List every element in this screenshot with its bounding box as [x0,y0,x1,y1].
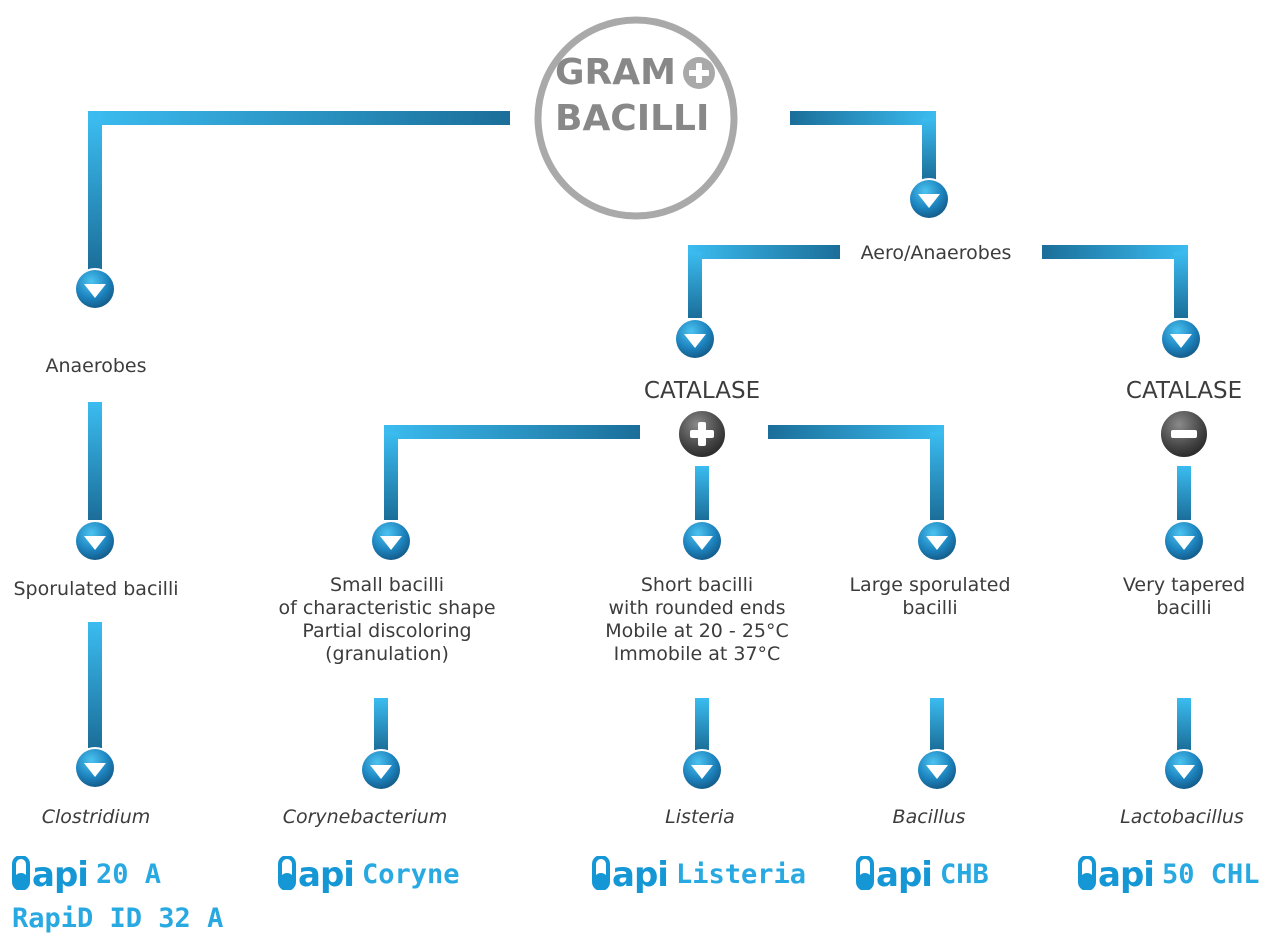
genus-clostridium: Clostridium [41,806,151,828]
aero-anaerobes-label: Aero/Anaerobes [848,242,1024,265]
pipe-catplus-left-h [384,425,640,439]
arrow-node-clostridium [74,747,116,789]
pipe-root-left-v [88,118,102,270]
genus-listeria: Listeria [665,806,735,828]
pipe-aero-right-v [1174,252,1188,318]
tapered-bacilli-desc: Very tapered bacilli [1123,574,1245,620]
root-title: GRAM BACILLI [555,52,735,140]
pipe-root-right-v [922,118,936,180]
pipe-large-v [930,698,944,750]
arrow-node-small [370,520,412,562]
small-desc-line: Small bacilli [329,574,445,596]
tapered-desc-line: bacilli [1156,597,1212,619]
small-desc-line: of characteristic shape [278,597,496,619]
arrow-node-catalase-minus [1160,318,1202,360]
kit-name: 50 CHL [1161,859,1260,890]
api-brand-text: api [1098,855,1155,895]
api-brand-text: api [32,855,89,895]
pipe-catplus-right-v [930,432,944,520]
api-logo: api [278,855,355,895]
api-logo: api [592,855,669,895]
tapered-desc-line: Very tapered [1122,574,1246,596]
api-logo: api [1078,855,1155,895]
kit-name: Coryne [361,859,460,890]
kit-api-coryne: api Coryne [278,855,460,895]
api-brand-text: api [298,855,355,895]
kit-api-listeria: api Listeria [592,855,806,895]
pipe-aero-left-v [688,252,702,318]
api-capsule-icon [12,856,30,890]
pipe-root-left-h [88,111,510,125]
api-capsule-icon [1078,856,1096,890]
arrow-node-anaerobes [74,268,116,310]
pipe-small-v [374,698,388,750]
genus-corynebacterium: Corynebacterium [282,806,448,828]
plus-icon [682,56,716,90]
genus-lactobacillus: Lactobacillus [1120,806,1244,828]
short-desc-line: Immobile at 37°C [613,643,781,665]
pipe-aero-left-h [688,245,840,259]
pipe-root-right-h [790,111,936,125]
arrow-node-catalase-plus [674,318,716,360]
api-capsule-icon [592,856,610,890]
short-desc-line: Mobile at 20 - 25°C [605,620,789,642]
arrow-node-tapered [1163,520,1205,562]
pipe-catplus-mid-v [695,466,709,520]
short-desc-line: Short bacilli [640,574,754,596]
pipe-catplus-right-h [768,425,944,439]
arrow-node-sporulated [74,520,116,562]
pipe-short-v [695,698,709,750]
pipe-tapered-v [1177,698,1191,750]
small-bacilli-desc: Small bacilli of characteristic shape Pa… [278,574,495,666]
pipe-catminus-v [1177,466,1191,520]
short-desc-line: with rounded ends [608,597,786,619]
kit-api-50chl: api 50 CHL [1078,855,1260,895]
pipe-anaerobes-v1 [88,402,102,520]
arrow-node-corynebacterium [360,749,402,791]
genus-bacillus: Bacillus [892,806,966,828]
arrow-node-listeria [681,749,723,791]
api-logo: api [856,855,933,895]
arrow-node-large [916,520,958,562]
api-logo: api [12,855,89,895]
pipe-catplus-left-v [384,432,398,520]
kit-name: CHB [939,859,989,890]
large-desc-line: Large sporulated [849,574,1011,596]
api-brand-text: api [612,855,669,895]
kit-api-chb: api CHB [856,855,989,895]
pipe-aero-right-h [1042,245,1188,259]
arrow-node-aero [908,178,950,220]
small-desc-line: (granulation) [325,643,449,665]
root-title-line1: GRAM [555,52,676,93]
kit-api-20a: api 20 A [12,855,161,895]
catalase-minus-label: CATALASE [1125,378,1243,404]
api-capsule-icon [856,856,874,890]
short-bacilli-desc: Short bacilli with rounded ends Mobile a… [605,574,789,666]
catalase-plus-label: CATALASE [643,378,761,404]
large-bacilli-desc: Large sporulated bacilli [849,574,1010,620]
kit-name: 20 A [95,859,161,890]
api-capsule-icon [278,856,296,890]
kit-name: Listeria [675,859,806,890]
sporulated-label: Sporulated bacilli [13,578,179,600]
root-title-line2: BACILLI [555,98,710,139]
small-desc-line: Partial discoloring [302,620,472,642]
kit-rapid-id-32a: RapiD ID 32 A [12,903,224,934]
pipe-anaerobes-v2 [88,622,102,748]
large-desc-line: bacilli [902,597,958,619]
api-brand-text: api [876,855,933,895]
anaerobes-label: Anaerobes [45,355,147,377]
arrow-node-short [681,520,723,562]
arrow-node-bacillus [916,749,958,791]
arrow-node-lactobacillus [1163,749,1205,791]
